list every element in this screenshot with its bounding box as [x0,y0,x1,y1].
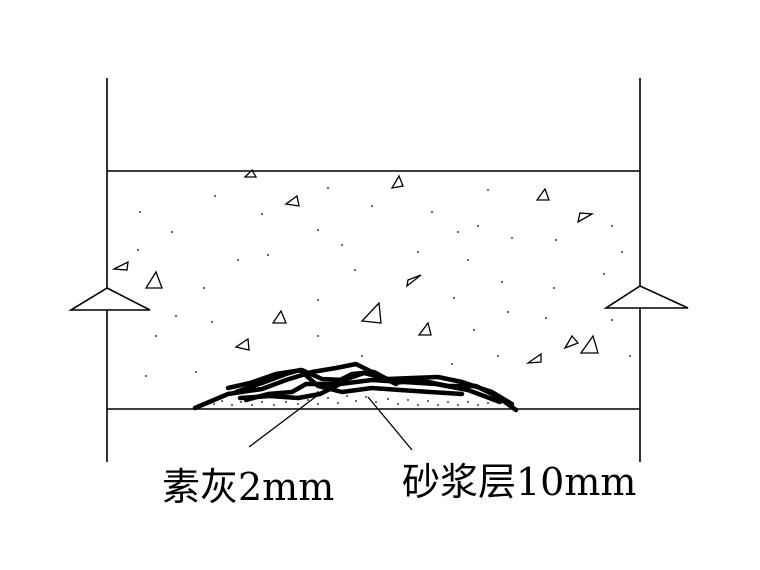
right-break-symbol [603,285,641,309]
mortar-layer-label: 砂浆层10mm [402,460,636,504]
plain-ash-leader-line [248,385,331,448]
aggregate-triangles [111,168,599,364]
ash-stroke-1 [192,361,519,413]
right-wall-line [639,78,689,462]
aggregate-dots [137,187,631,377]
plain-ash-layer [192,361,519,413]
ash-stroke-3 [237,377,503,405]
mortar-layer-stipple [213,383,489,406]
left-wall-line [68,78,108,462]
mortar-layer-leader-line [367,396,413,451]
ash-stroke-4 [233,367,465,397]
ash-stroke-5 [243,369,399,403]
left-break-symbol [106,287,151,311]
concrete-fill-pattern [111,168,631,377]
wall-outline [68,78,689,462]
plain-ash-label: 素灰2mm [162,465,334,509]
